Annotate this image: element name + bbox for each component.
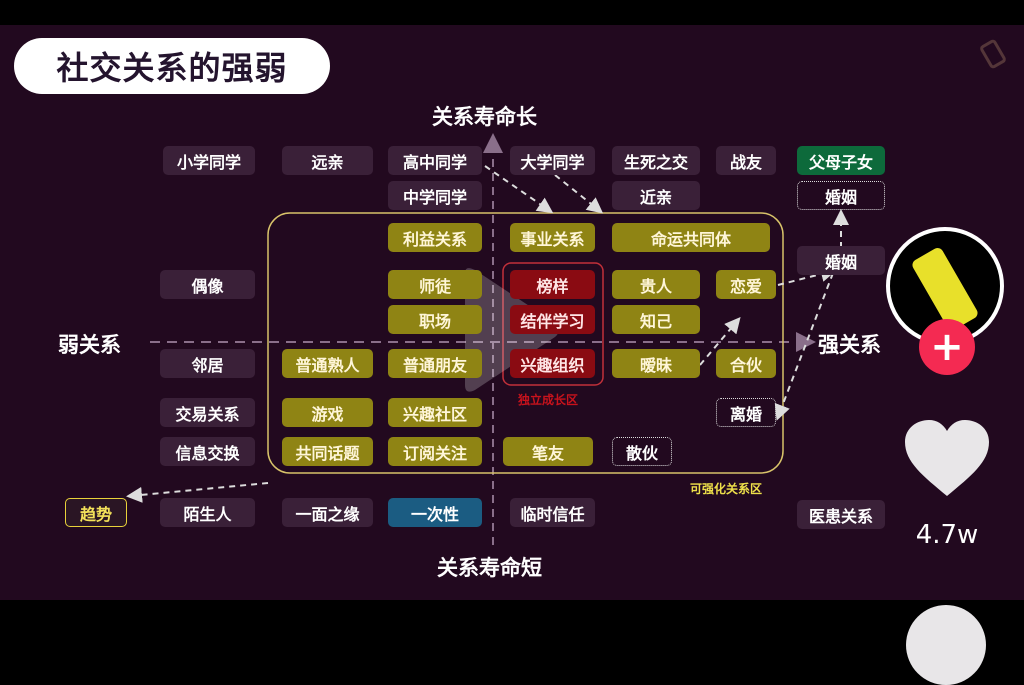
node: 远亲 xyxy=(282,146,373,175)
growth-zone-label: 独立成长区 xyxy=(518,393,579,407)
axis-label-right: 强关系 xyxy=(818,333,881,357)
slide-title: 社交关系的强弱 xyxy=(14,38,330,94)
node: 兴趣组织 xyxy=(510,349,595,378)
node: 合伙 xyxy=(716,349,776,378)
node: 订阅关注 xyxy=(388,437,482,466)
node: 临时信任 xyxy=(510,498,595,527)
axis-label-top: 关系寿命长 xyxy=(432,105,537,129)
node: 中学同学 xyxy=(388,181,482,210)
node: 命运共同体 xyxy=(612,223,770,252)
node: 大学同学 xyxy=(510,146,595,175)
node: 邻居 xyxy=(160,349,255,378)
node: 恋爱 xyxy=(716,270,776,299)
growth-zone-border xyxy=(502,262,604,386)
node: 职场 xyxy=(388,305,482,334)
node: 知己 xyxy=(612,305,700,334)
node: 近亲 xyxy=(612,181,700,210)
node: 偶像 xyxy=(160,270,255,299)
node: 信息交换 xyxy=(160,437,255,466)
node: 交易关系 xyxy=(160,398,255,427)
node: 陌生人 xyxy=(160,498,255,527)
follow-plus-icon[interactable]: + xyxy=(919,319,975,375)
node: 笔友 xyxy=(503,437,593,466)
comment-icon[interactable] xyxy=(906,605,986,685)
node: 利益关系 xyxy=(388,223,482,252)
node: 婚姻 xyxy=(797,181,885,210)
axis-label-bottom: 关系寿命短 xyxy=(437,556,542,580)
node: 普通熟人 xyxy=(282,349,373,378)
node: 兴趣社区 xyxy=(388,398,482,427)
strengthen-zone-border xyxy=(267,212,784,474)
node: 师徒 xyxy=(388,270,482,299)
node: 游戏 xyxy=(282,398,373,427)
node: 结伴学习 xyxy=(510,305,595,334)
video-frame[interactable]: 社交关系的强弱 关系寿命长 关系寿命短 弱关系 强关系 小学同学 远亲 高中同学… xyxy=(0,25,1024,600)
node: 婚姻 xyxy=(797,246,885,275)
node: 暧昧 xyxy=(612,349,700,378)
axis-label-left: 弱关系 xyxy=(58,333,121,357)
node: 战友 xyxy=(716,146,776,175)
node: 医患关系 xyxy=(797,500,885,529)
node: 父母子女 xyxy=(797,146,885,175)
heart-icon[interactable] xyxy=(903,420,991,500)
node: 一次性 xyxy=(388,498,482,527)
like-count: 4.7w xyxy=(915,520,979,550)
node: 生死之交 xyxy=(612,146,700,175)
node: 普通朋友 xyxy=(388,349,482,378)
node: 贵人 xyxy=(612,270,700,299)
node: 一面之缘 xyxy=(282,498,373,527)
node: 共同话题 xyxy=(282,437,373,466)
node: 离婚 xyxy=(716,398,776,427)
strengthen-zone-label: 可强化关系区 xyxy=(690,482,763,496)
node: 高中同学 xyxy=(388,146,482,175)
node-trend: 趋势 xyxy=(65,498,127,527)
node: 小学同学 xyxy=(163,146,255,175)
node: 事业关系 xyxy=(510,223,595,252)
node: 散伙 xyxy=(612,437,672,466)
node: 榜样 xyxy=(510,270,595,299)
